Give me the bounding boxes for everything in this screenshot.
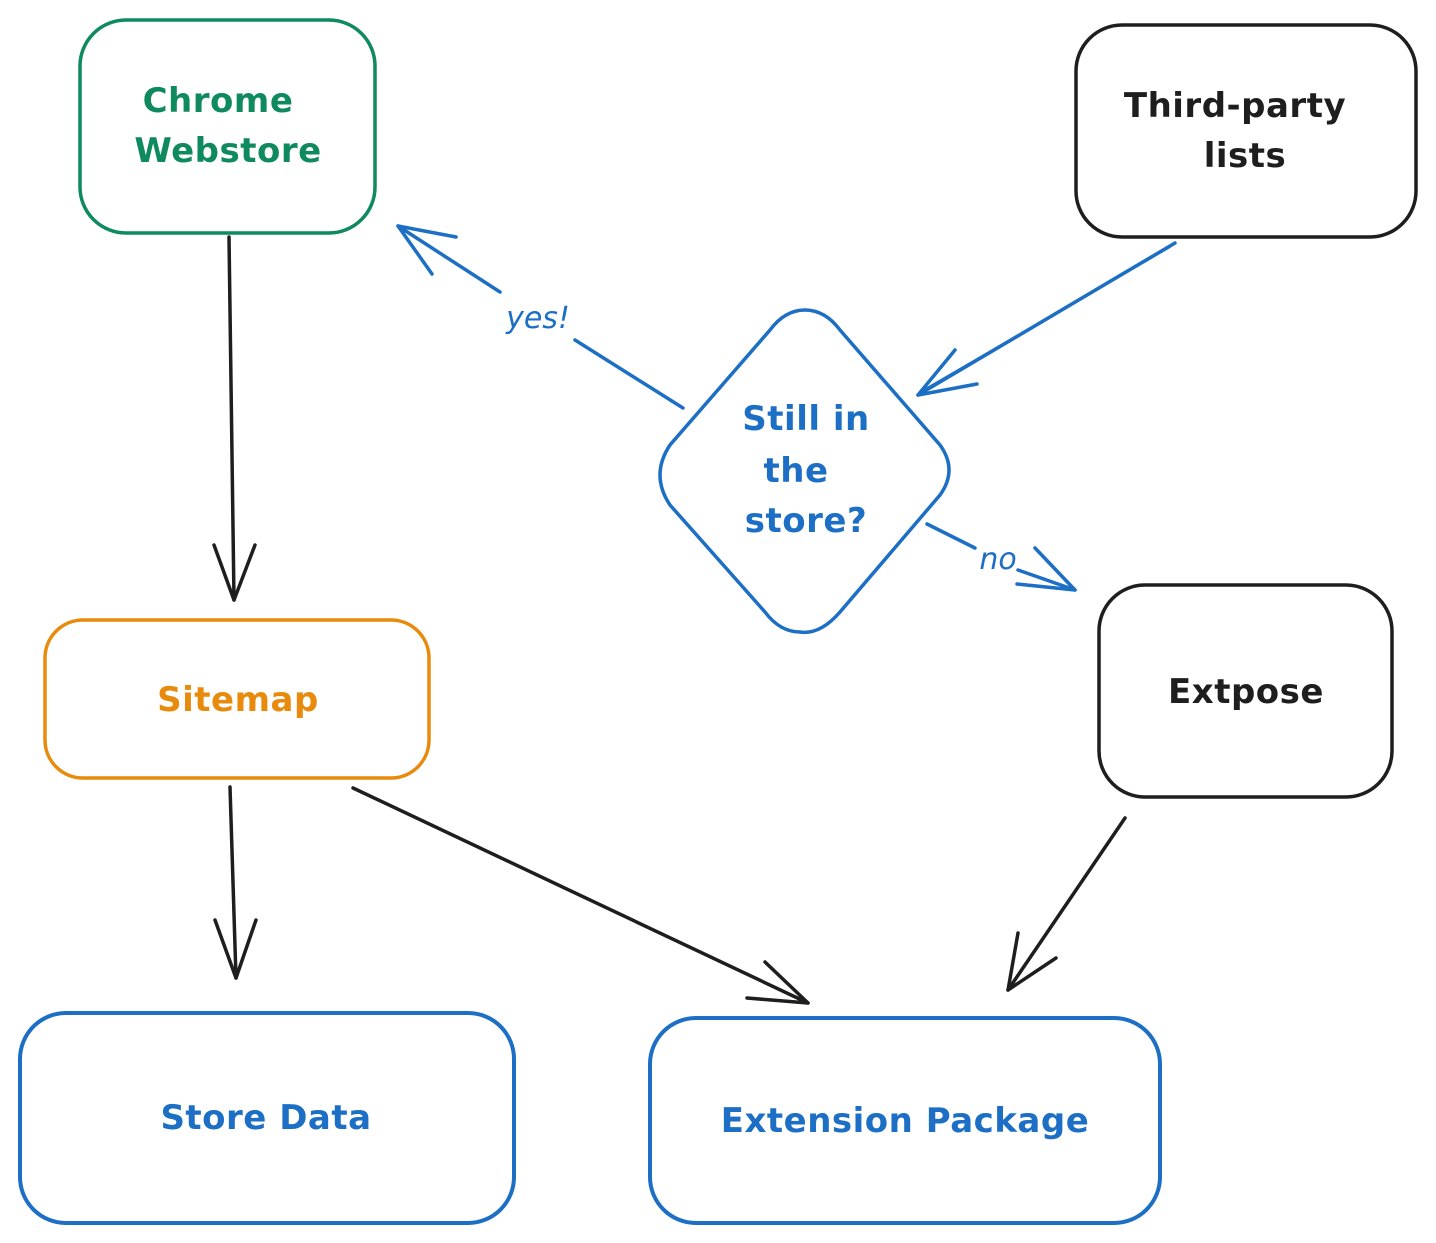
sitemap-label: Sitemap — [157, 680, 319, 720]
node-third-party-lists[interactable]: Third-party lists — [1074, 23, 1418, 239]
node-decision-still-in-store[interactable]: Still in the store? — [658, 308, 951, 635]
extension-package-box — [648, 1016, 1162, 1225]
arrowhead — [1006, 931, 1058, 992]
decision-label-line2: the — [763, 451, 828, 491]
chrome-webstore-label-line1: Chrome — [143, 81, 294, 121]
third-party-lists-label-line2: lists — [1204, 136, 1287, 176]
store-data-box — [18, 1011, 516, 1225]
decision-label-line3: store? — [745, 501, 867, 541]
edge-webstore-to-sitemap — [212, 235, 257, 602]
edge-decision-to-extpose-no: no — [925, 522, 1077, 592]
edge-decision-to-webstore-yes: yes! — [396, 224, 685, 410]
extpose-box — [1097, 583, 1394, 799]
third-party-lists-box — [1074, 23, 1418, 239]
chrome-webstore-box — [78, 18, 377, 235]
node-extension-package[interactable]: Extension Package — [648, 1016, 1162, 1225]
arrowhead — [213, 918, 258, 980]
edge-extpose-to-extension-package — [1006, 816, 1127, 992]
chrome-webstore-label-line2: Webstore — [134, 131, 321, 171]
edge-sitemap-to-store-data — [213, 785, 258, 980]
node-sitemap[interactable]: Sitemap — [43, 618, 431, 780]
arrowhead — [1015, 546, 1077, 592]
node-store-data[interactable]: Store Data — [18, 1011, 516, 1225]
arrowhead — [916, 348, 979, 397]
edge-label-yes: yes! — [505, 301, 570, 336]
edge-third-party-to-decision — [916, 241, 1177, 397]
extpose-label: Extpose — [1168, 672, 1324, 712]
third-party-lists-label-line1: Third-party — [1124, 86, 1346, 126]
arrowhead — [745, 960, 810, 1005]
extension-package-label: Extension Package — [721, 1101, 1090, 1141]
node-extpose[interactable]: Extpose — [1097, 583, 1394, 799]
edge-sitemap-to-extension-package — [351, 786, 810, 1005]
sitemap-box — [43, 618, 431, 780]
decision-diamond-shape — [658, 308, 951, 635]
store-data-label: Store Data — [160, 1098, 371, 1138]
decision-label-line1: Still in — [742, 399, 869, 439]
arrowhead — [396, 224, 458, 276]
arrowhead — [212, 543, 257, 602]
edge-label-no: no — [979, 542, 1016, 577]
node-chrome-webstore[interactable]: Chrome Webstore — [78, 18, 377, 235]
